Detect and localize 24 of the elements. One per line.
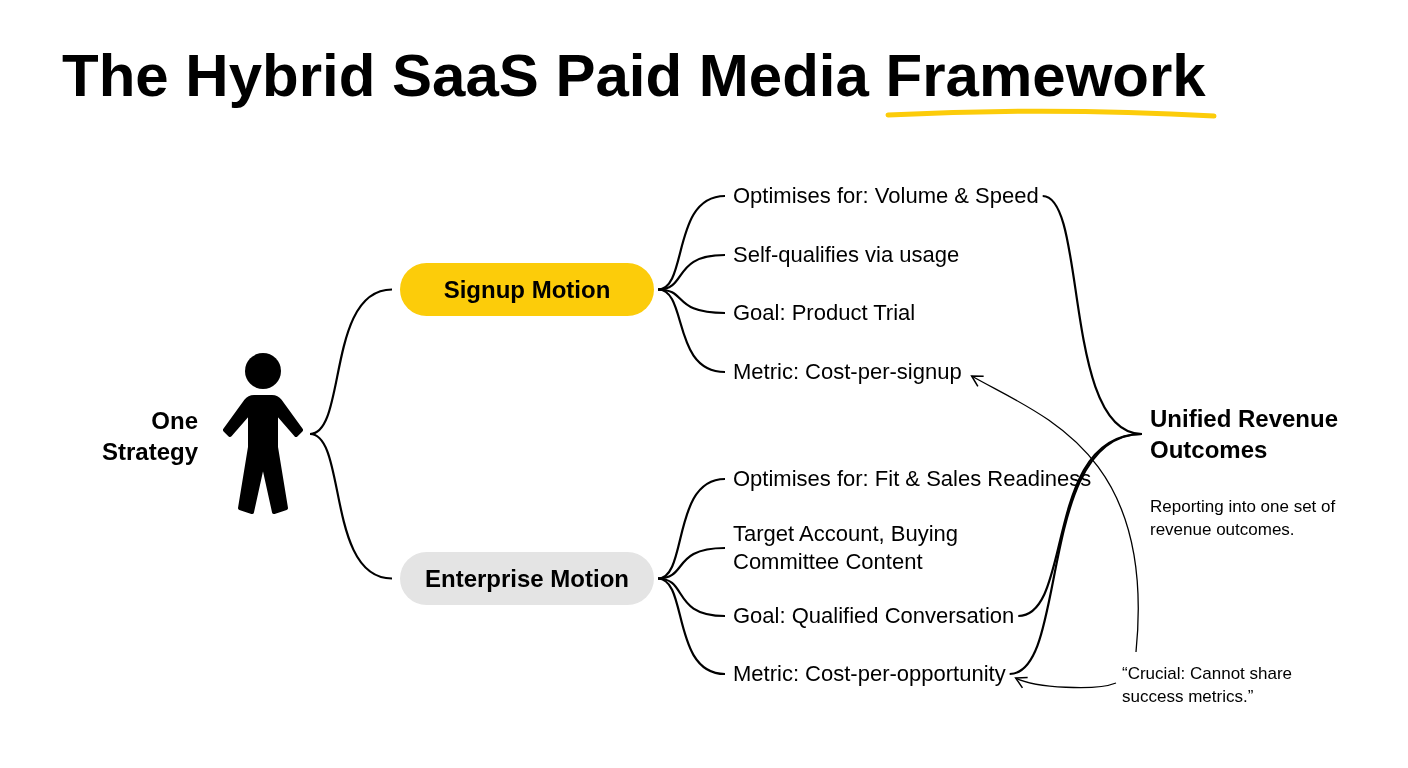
annotation-arrow [1014,675,1117,689]
title: The Hybrid SaaS Paid Media Framework [62,41,1206,111]
person-figure [220,352,306,516]
branch-label: Goal: Qualified Conversation [733,602,1015,630]
branch-label: Target Account, Buying Committee Content [733,520,1003,576]
connector-line [657,577,726,618]
branch-label: Goal: Product Trial [733,299,916,327]
motion-pill: Enterprise Motion [400,552,654,605]
branch-label: Metric: Cost-per-signup [733,358,962,386]
branch-label: Optimises for: Volume & Speed [733,182,1039,210]
annotation-arrow [970,375,1139,653]
branch-label: Metric: Cost-per-opportunity [733,660,1006,688]
connector-line [657,546,726,580]
node-label: One Strategy [70,405,198,467]
connector-line [309,432,393,580]
connector-line [657,577,726,676]
connector-line [1009,432,1143,676]
connector-line [657,288,726,315]
motion-pill: Signup Motion [400,263,654,316]
node-label: Unified Revenue Outcomes [1150,403,1370,465]
node-caption: Reporting into one set of revenue outcomes. [1150,496,1337,541]
connector-line [657,288,726,374]
annotation-text: “Crucial: Cannot share success metrics.” [1122,662,1337,708]
branch-label: Self-qualifies via usage [733,241,960,269]
